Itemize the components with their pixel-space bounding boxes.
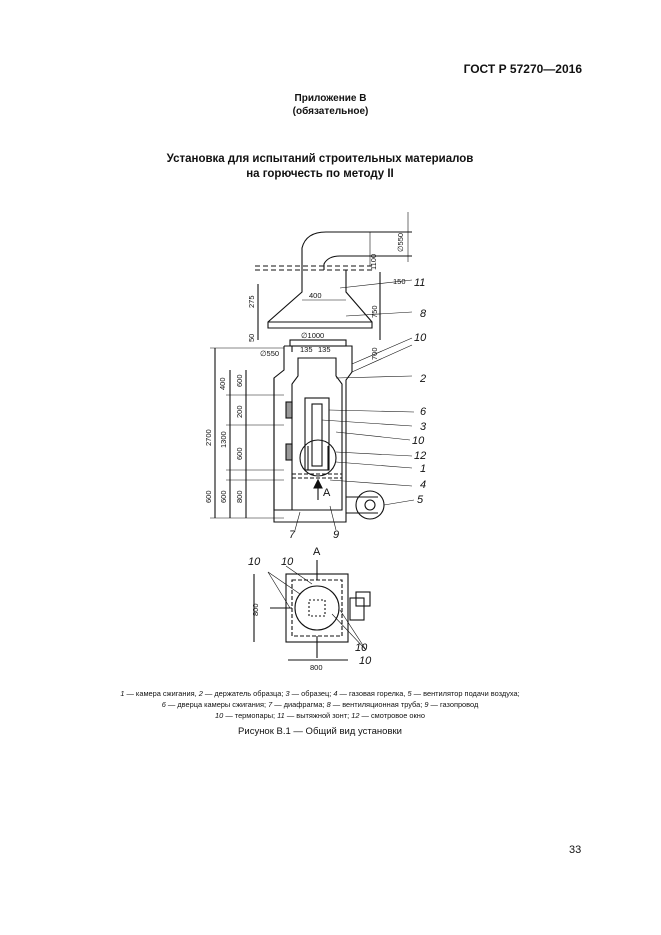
view-a-fan (349, 597, 365, 621)
callout-9: 9 (333, 529, 339, 541)
installation-drawing: ∅550 1100 150 400 275 750 ∅1000 50 700 ∅… (204, 212, 427, 672)
dim-2700: 2700 (204, 429, 213, 446)
exhaust-hood (267, 270, 373, 329)
callout-2: 2 (419, 373, 426, 385)
view-callout-10-d: 10 (359, 655, 372, 667)
callout-11: 11 (414, 277, 425, 289)
annex-heading: Приложение В (обязательное) (0, 92, 661, 118)
dim-1300: 1300 (219, 431, 228, 448)
ventilation-tube-top (289, 339, 347, 347)
dim-135-b: 135 (318, 345, 331, 354)
view-callout-10-b: 10 (281, 556, 294, 568)
dim-50: 50 (247, 334, 256, 342)
dim-400-v: 400 (218, 377, 227, 390)
figure-caption: Рисунок В.1 — Общий вид установки (238, 726, 402, 737)
title-line-1: Установка для испытаний строительных мат… (166, 153, 474, 165)
view-dim-800-h: 800 (310, 663, 323, 672)
chamber-inner (273, 346, 343, 511)
figure-legend: 1 — камера сжигания, 2 — держатель образ… (40, 688, 600, 721)
dim-800: 800 (235, 490, 244, 503)
dim-600-b: 600 (235, 447, 244, 460)
annex-title: Приложение В (294, 93, 367, 104)
view-dim-800-v: 800 (251, 603, 260, 616)
dim-600-a: 600 (235, 374, 244, 387)
dim-1100: 1100 (369, 254, 378, 270)
callout-3: 3 (420, 421, 427, 433)
legend-line-2: 6 — дверца камеры сжигания; 7 — диафрагм… (161, 700, 479, 709)
sample (311, 403, 323, 467)
legend-line-1: 1 — камера сжигания, 2 — держатель образ… (120, 689, 520, 698)
view-callout-10-c: 10 (355, 642, 368, 654)
dim-600-c: 600 (204, 490, 213, 503)
view-callout-10-a: 10 (248, 556, 261, 568)
dim-d550-left: ∅550 (260, 349, 279, 358)
callout-4: 4 (420, 479, 426, 491)
chamber-base (273, 378, 347, 523)
dim-d550-top: ∅550 (396, 233, 405, 252)
dim-400: 400 (309, 291, 322, 300)
callout-10-top: 10 (414, 332, 427, 344)
dim-275: 275 (247, 295, 256, 308)
callout-10-mid: 10 (412, 435, 425, 447)
viewing-window (299, 439, 337, 477)
view-a-label: А (313, 546, 321, 558)
callout-12: 12 (414, 450, 426, 462)
standard-code: ГОСТ Р 57270—2016 (463, 62, 582, 76)
view-a-chamber (294, 585, 340, 631)
dim-d1000: ∅1000 (301, 331, 324, 340)
callout-5: 5 (417, 494, 424, 506)
page-number: 33 (569, 844, 582, 856)
pipe-outline-upper (301, 231, 412, 270)
callout-6: 6 (420, 406, 427, 418)
dim-135-a: 135 (300, 345, 313, 354)
dim-200: 200 (235, 405, 244, 418)
annex-status: (обязательное) (292, 106, 369, 117)
dim-150: 150 (393, 277, 406, 286)
fan (355, 490, 385, 520)
dim-700: 700 (370, 347, 379, 360)
arrow-a-label: А (323, 487, 331, 499)
legend-line-3: 10 — термопары; 11 — вытяжной зонт; 12 —… (215, 711, 425, 720)
callout-7: 7 (289, 529, 296, 541)
section-title: Установка для испытаний строительных мат… (0, 152, 640, 182)
callout-1: 1 (420, 463, 426, 475)
callout-8: 8 (420, 308, 427, 320)
sample-holder (304, 397, 330, 471)
dim-750: 750 (370, 305, 379, 318)
pipe-outline-lower (323, 255, 412, 270)
title-line-2: на горючесть по методу II (246, 168, 394, 180)
dim-600-d: 600 (219, 490, 228, 503)
